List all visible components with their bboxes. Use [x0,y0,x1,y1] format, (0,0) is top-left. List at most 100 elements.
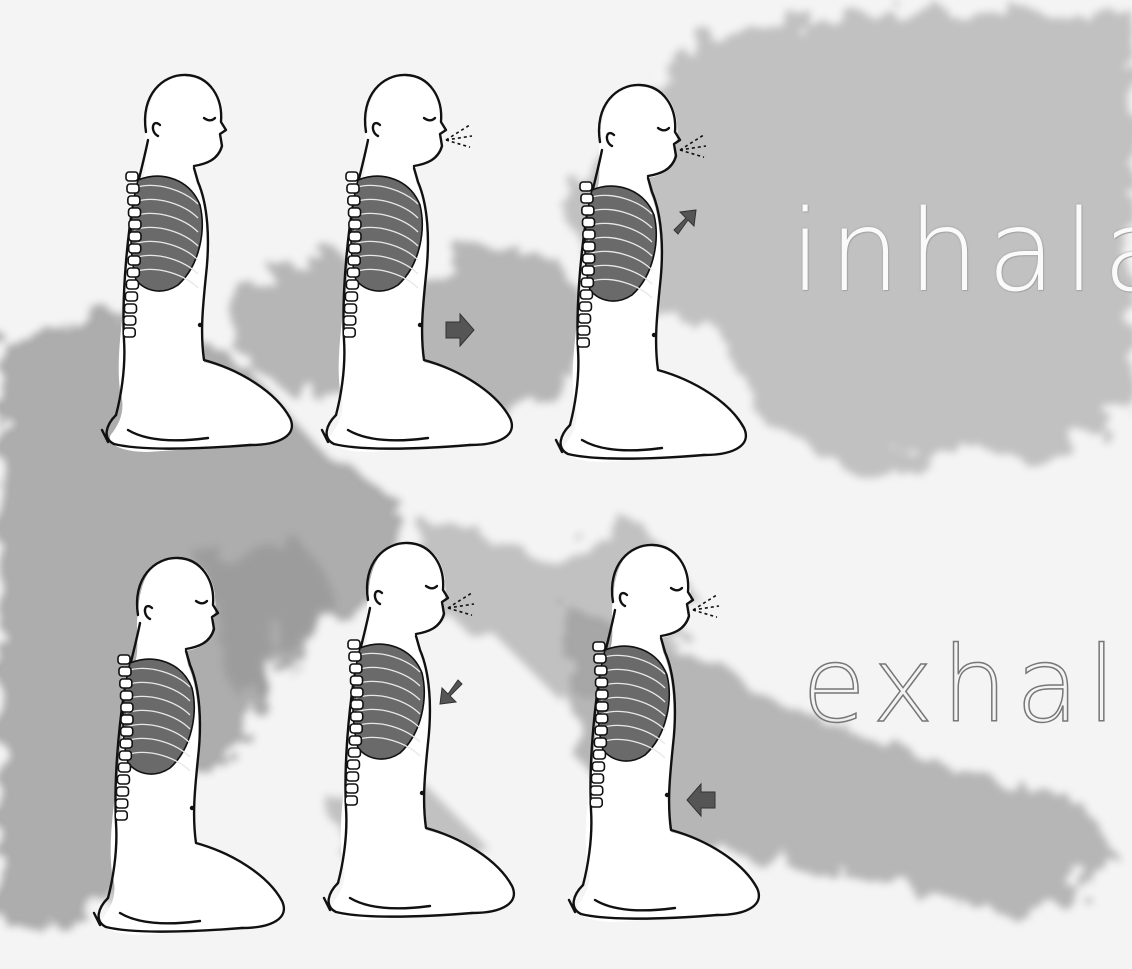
vertebra [348,640,360,649]
navel [190,806,194,810]
vertebra [121,727,133,736]
vertebra [592,762,604,771]
vertebra [129,208,141,217]
vertebra [583,254,595,263]
vertebra [596,714,608,723]
breath-dash [693,610,717,617]
vertebra [129,232,141,241]
vertebra [126,280,138,289]
vertebra [344,316,356,325]
vertebra [582,206,594,215]
vertebra [347,268,359,277]
vertebra [123,328,135,337]
vertebra [346,772,358,781]
vertebra [127,268,139,277]
vertebra [349,208,361,217]
vertebra [583,218,595,227]
vertebra [581,278,593,287]
navel [418,323,422,327]
breath-dash [446,140,470,147]
vertebra [349,736,361,745]
vertebra [129,220,141,229]
vertebra [580,182,592,191]
vertebra [125,292,137,301]
vertebra [580,290,592,299]
vertebra [583,242,595,251]
vertebra [116,799,128,808]
vertebra [115,811,127,820]
figure-inhale-1 [102,74,292,452]
vertebra [348,196,360,205]
vertebra [596,690,608,699]
vertebra [348,256,360,265]
vertebra [351,688,363,697]
vertebra [128,196,140,205]
vertebra [119,751,131,760]
vertebra [121,715,133,724]
vertebra [120,679,132,688]
vertebra [343,328,355,337]
vertebra [117,775,129,784]
vertebra [121,703,133,712]
vertebra [593,642,605,651]
vertebra [596,702,608,711]
navel [652,333,656,337]
vertebra [347,184,359,193]
vertebra [595,666,607,675]
vertebra [581,194,593,203]
vertebra [350,664,362,673]
vertebra [595,726,607,735]
vertebra [121,691,133,700]
breath-dash [446,136,472,140]
vertebra [345,796,357,805]
vertebra [118,763,130,772]
vertebra [129,244,141,253]
vertebra [349,220,361,229]
exhale-label: exhala [802,633,1132,737]
vertebra [351,676,363,685]
vertebra [116,787,128,796]
inhale-label: inhala [790,196,1132,308]
vertebra [344,304,356,313]
vertebra [351,700,363,709]
vertebra [346,784,358,793]
breath-dash [693,606,719,610]
vertebra [594,738,606,747]
vertebra [346,280,358,289]
vertebra [118,655,130,664]
vertebra [582,266,594,275]
vertebra [128,256,140,265]
vertebra [347,760,359,769]
vertebra [349,652,361,661]
navel [665,793,669,797]
vertebra [590,798,602,807]
vertebra [124,304,136,313]
vertebra [578,326,590,335]
vertebra [596,678,608,687]
vertebra [579,302,591,311]
navel [198,323,202,327]
vertebra [127,184,139,193]
vertebra [591,774,603,783]
chest-arrow [440,680,462,704]
vertebra [593,750,605,759]
vertebra [351,712,363,721]
vertebra [345,292,357,301]
vertebra [119,667,131,676]
vertebra [124,316,136,325]
vertebra [348,748,360,757]
vertebra [346,172,358,181]
vertebra [591,786,603,795]
vertebra [583,230,595,239]
vertebra [349,244,361,253]
navel [420,791,424,795]
vertebra [578,314,590,323]
vertebra [350,724,362,733]
vertebra [126,172,138,181]
vertebra [349,232,361,241]
vertebra [577,338,589,347]
breath-lines [446,125,472,147]
vertebra [120,739,132,748]
